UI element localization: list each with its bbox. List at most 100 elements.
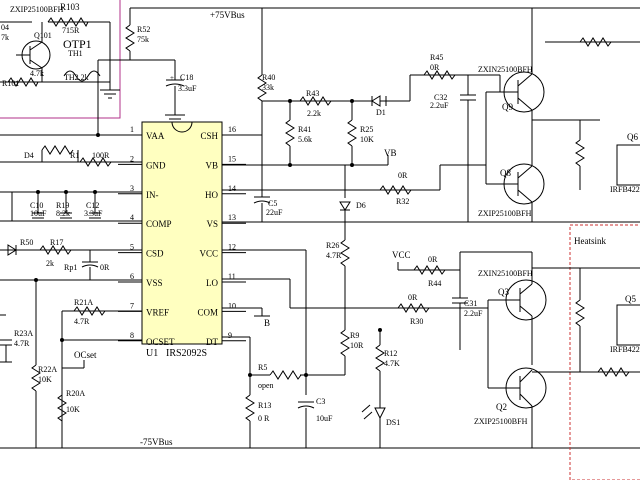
ic-pin-2-number: 2 bbox=[130, 154, 134, 163]
ic-pin-10-name: COM bbox=[197, 307, 218, 317]
d6-ref: D6 bbox=[356, 201, 366, 210]
d1-ref: D1 bbox=[376, 108, 386, 117]
ic-pin-7-name: VREF bbox=[146, 307, 169, 317]
r1-value: 2k bbox=[46, 259, 54, 268]
q3-part: ZXIN25100BFH bbox=[478, 269, 533, 278]
r13-ref: R13 bbox=[258, 401, 271, 410]
r44-ref: R44 bbox=[428, 279, 441, 288]
ic-pin-2-name: GND bbox=[146, 160, 166, 170]
q101-part: ZXIP25100BFH bbox=[10, 5, 64, 14]
r43-ref: R43 bbox=[306, 89, 319, 98]
r50-ref: R22A bbox=[38, 365, 57, 374]
ic-pin-8-number: 8 bbox=[130, 331, 134, 340]
heatsink-label: Heatsink bbox=[574, 236, 606, 246]
c32-value: 2.2uF bbox=[430, 101, 449, 110]
r26-value: 4.7R bbox=[326, 251, 342, 260]
c23-ref: R19 bbox=[56, 201, 69, 210]
ic-pin-13-number: 13 bbox=[228, 213, 236, 222]
c21-ref: C10 bbox=[30, 201, 43, 210]
r19-value: 4.7R bbox=[74, 317, 90, 326]
c21-value: 10uF bbox=[30, 209, 47, 218]
c3-ref: C3 bbox=[316, 397, 325, 406]
irfb-a: IRFB4227 bbox=[610, 185, 640, 194]
ic-pin-3-name: IN- bbox=[146, 190, 159, 200]
r40-ref: R40 bbox=[262, 73, 275, 82]
c12-ref: R23A bbox=[14, 329, 33, 338]
ic-pin-4-name: COMP bbox=[146, 219, 172, 229]
q2-ref: Q2 bbox=[496, 402, 507, 412]
q101-ref: Q101 bbox=[34, 31, 52, 40]
ic-pin-15-name: VB bbox=[205, 160, 218, 170]
ic-pin-6-name: VSS bbox=[146, 278, 163, 288]
q6-ref: Q6 bbox=[627, 132, 638, 142]
p1-ref: D4 bbox=[24, 151, 34, 160]
ic-pin-3-number: 3 bbox=[130, 184, 134, 193]
ic-part: IRS2092S bbox=[166, 348, 207, 359]
r101-value: 4.7k bbox=[30, 69, 44, 78]
c18-value: 3.3uF bbox=[178, 84, 197, 93]
th2-ref: TH2.2k bbox=[64, 73, 89, 82]
ic-pin-13-name: VS bbox=[206, 219, 218, 229]
ic-pin-11-name: LO bbox=[206, 278, 218, 288]
minus-rail-label: -75VBus bbox=[140, 437, 173, 447]
r5-value: open bbox=[258, 381, 274, 390]
ic-pin-9-number: 9 bbox=[228, 331, 232, 340]
r52-value: 75k bbox=[137, 35, 149, 44]
otp-left-ref-a: 04 bbox=[1, 23, 9, 32]
ic-pin-14-name: HO bbox=[205, 190, 218, 200]
irfb-b: IRFB4227 bbox=[610, 345, 640, 354]
r52-ref: R52 bbox=[137, 25, 150, 34]
r13-value: 0 R bbox=[258, 414, 270, 423]
r25-ref: R25 bbox=[360, 125, 373, 134]
ic-pin-16-name: CSH bbox=[200, 131, 218, 141]
ic-pin-9-name: DT bbox=[206, 337, 218, 347]
r32-value: 0R bbox=[398, 171, 408, 180]
r1-ref: R17 bbox=[50, 238, 63, 247]
r12-ref: R12 bbox=[384, 349, 397, 358]
svg-text:+: + bbox=[170, 74, 174, 82]
ic-pin-1-name: VAA bbox=[146, 131, 165, 141]
c12-value: 4.7R bbox=[14, 339, 30, 348]
c10-ref: Rp1 bbox=[64, 263, 77, 272]
c10-value: 0R bbox=[100, 263, 110, 272]
r17-ref: R20A bbox=[66, 389, 85, 398]
r21-value: 100R bbox=[92, 151, 110, 160]
ic-u1: U1 IRS2092S bbox=[141, 121, 223, 359]
r26-ref: R26 bbox=[326, 241, 339, 250]
c5-ref: C5 bbox=[268, 199, 277, 208]
r17-value: 10K bbox=[66, 405, 80, 414]
otp-left-ref-b: 7k bbox=[1, 33, 9, 42]
ic-pin-6-number: 6 bbox=[130, 272, 134, 281]
otp-section: 04 7k ZXIP25100BFH R103 715R Q101 OTP1 T… bbox=[0, 0, 121, 119]
r19-ref: R21A bbox=[74, 298, 93, 307]
q8-ref: Q8 bbox=[500, 168, 511, 178]
otp-title: OTP1 bbox=[63, 37, 92, 51]
q3-ref: Q3 bbox=[498, 287, 509, 297]
r43-value: 2.2k bbox=[307, 109, 321, 118]
r12-value: 4.7K bbox=[384, 359, 400, 368]
ds1-ref: DS1 bbox=[386, 418, 400, 427]
vcc-net-label: VCC bbox=[392, 250, 411, 260]
ic-pin-12-number: 12 bbox=[228, 243, 236, 252]
ocset-net-label: OCset bbox=[74, 350, 97, 360]
c32-ref: C32 bbox=[434, 93, 447, 102]
r45-value: 0R bbox=[430, 63, 440, 72]
r32-ref: R32 bbox=[396, 197, 409, 206]
r40-value: 33k bbox=[262, 83, 274, 92]
q8-part: ZXIP25100BFH bbox=[478, 209, 532, 218]
r21-ref: R1 bbox=[70, 151, 79, 160]
r103-ref: R103 bbox=[60, 2, 80, 12]
ic-pin-7-number: 7 bbox=[130, 301, 134, 310]
c23-value: 8.2k bbox=[56, 209, 70, 218]
ic-pin-15-number: 15 bbox=[228, 154, 236, 163]
r103-value: 715R bbox=[62, 26, 80, 35]
th1-ref: TH1 bbox=[68, 49, 83, 58]
r30-ref: R30 bbox=[410, 317, 423, 326]
c31-value: 2.2uF bbox=[464, 309, 483, 318]
ic-pin-10-number: 10 bbox=[228, 301, 236, 310]
r9-ref: R9 bbox=[350, 331, 359, 340]
d4-ref: R50 bbox=[20, 238, 33, 247]
